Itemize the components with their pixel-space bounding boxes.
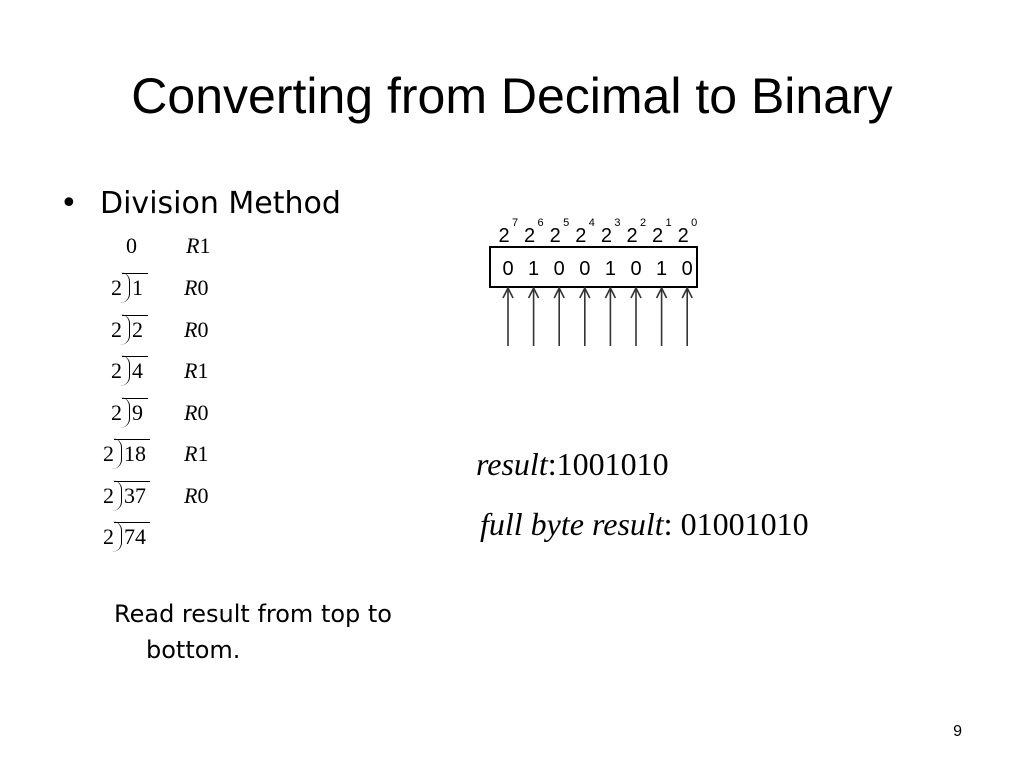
- note-line-1: Read result from top to: [114, 600, 392, 628]
- result-label: result: [476, 446, 548, 482]
- place-base: 2: [652, 225, 663, 247]
- place-base: 2: [550, 225, 561, 247]
- long-division-bracket: [114, 438, 150, 470]
- full-byte-result-label: full byte result: [480, 506, 664, 542]
- arrow-up-icon: [553, 286, 565, 299]
- remainder-letter: R: [186, 233, 200, 258]
- remainder: R0: [184, 481, 208, 511]
- remainder: R0: [184, 315, 208, 345]
- place-exponent: 3: [614, 217, 620, 229]
- remainder-value: 1: [197, 358, 209, 383]
- place-exponent: 0: [691, 217, 697, 229]
- long-division-bracket: [114, 521, 150, 553]
- arrow-up-icon: [655, 286, 668, 299]
- dividend: 74: [124, 524, 146, 549]
- top-quotient: 0: [126, 233, 137, 258]
- place-exponent: 2: [640, 217, 646, 229]
- bullet-text: Division Method: [100, 186, 341, 221]
- remainder-letter: R: [184, 275, 198, 300]
- divisor: 2: [111, 358, 122, 383]
- remainder-value: 0: [197, 316, 209, 342]
- long-division-bracket: [122, 396, 148, 429]
- place-base: 2: [626, 225, 637, 247]
- remainder: R1: [184, 356, 208, 386]
- divisor: 2: [103, 482, 114, 508]
- full-byte-result-line: full byte result: 01001010: [480, 504, 809, 544]
- dividend: 18: [124, 441, 146, 466]
- remainder: R0: [184, 273, 208, 303]
- divisor: 2: [103, 524, 114, 549]
- dividend: 1: [132, 275, 143, 300]
- divisor: 2: [103, 441, 114, 466]
- slide-title: Converting from Decimal to Binary: [131, 68, 893, 124]
- bullet-item: • Division Method: [60, 184, 341, 224]
- remainder: R1: [184, 439, 208, 469]
- remainder-value: 1: [199, 233, 211, 258]
- place-base: 2: [575, 225, 586, 247]
- divisor: 2: [111, 275, 122, 300]
- remainder-value: 0: [197, 482, 209, 508]
- remainder-letter: R: [184, 316, 198, 342]
- place-base: 2: [498, 225, 509, 247]
- place-exponent: 5: [563, 217, 569, 229]
- remainder-value: 0: [197, 275, 209, 300]
- dividend: 9: [132, 399, 143, 425]
- bits-frame: [489, 246, 698, 288]
- full-byte-result-value: : 01001010: [663, 506, 809, 542]
- bit-digit: 0: [682, 258, 693, 280]
- arrow-up-icon: [604, 286, 617, 299]
- place-exponent: 6: [538, 217, 544, 229]
- divisor: 2: [111, 399, 122, 425]
- arrow-up-icon: [579, 286, 591, 299]
- long-division-bracket: [114, 479, 150, 512]
- dividend: 2: [132, 316, 143, 342]
- remainder-letter: R: [184, 441, 198, 466]
- long-division-bracket: [122, 355, 148, 387]
- result-value: :1001010: [547, 446, 669, 482]
- remainder-letter: R: [184, 399, 198, 425]
- bit-digit: 0: [630, 258, 641, 280]
- remainder-value: 1: [197, 441, 209, 466]
- remainder-letter: R: [184, 482, 198, 508]
- bit-digit: 1: [656, 258, 667, 280]
- bit-digit: 1: [528, 258, 539, 280]
- bit-digit: 0: [579, 258, 590, 280]
- arrow-up-icon: [502, 286, 514, 299]
- place-exponent: 4: [589, 217, 595, 229]
- dividend: 4: [132, 358, 143, 383]
- arrow-up-icon: [630, 286, 642, 299]
- remainder-value: 0: [197, 399, 209, 425]
- place-base: 2: [524, 225, 535, 247]
- page-number: 9: [953, 723, 962, 740]
- long-division-bracket: [122, 272, 148, 304]
- place-base: 2: [601, 225, 612, 247]
- arrow-up-icon: [681, 286, 693, 299]
- bit-digit: 0: [502, 258, 513, 280]
- remainder: R0: [184, 398, 208, 428]
- bit-digit: 1: [605, 258, 616, 280]
- instruction-note: Read result from top to bottom.: [114, 596, 454, 668]
- dividend: 37: [124, 482, 146, 508]
- bullet-marker: •: [60, 186, 78, 221]
- place-exponent: 7: [512, 217, 518, 229]
- place-exponent: 1: [666, 217, 672, 229]
- arrow-up-icon: [527, 286, 540, 299]
- note-line-2: bottom.: [146, 636, 241, 664]
- bit-digit: 0: [554, 258, 565, 280]
- place-base: 2: [678, 225, 689, 247]
- long-division-bracket: [122, 313, 148, 346]
- remainder-letter: R: [184, 358, 198, 383]
- top-remainder: R1: [186, 231, 210, 261]
- result-line: result:1001010: [476, 444, 669, 484]
- divisor: 2: [111, 316, 122, 342]
